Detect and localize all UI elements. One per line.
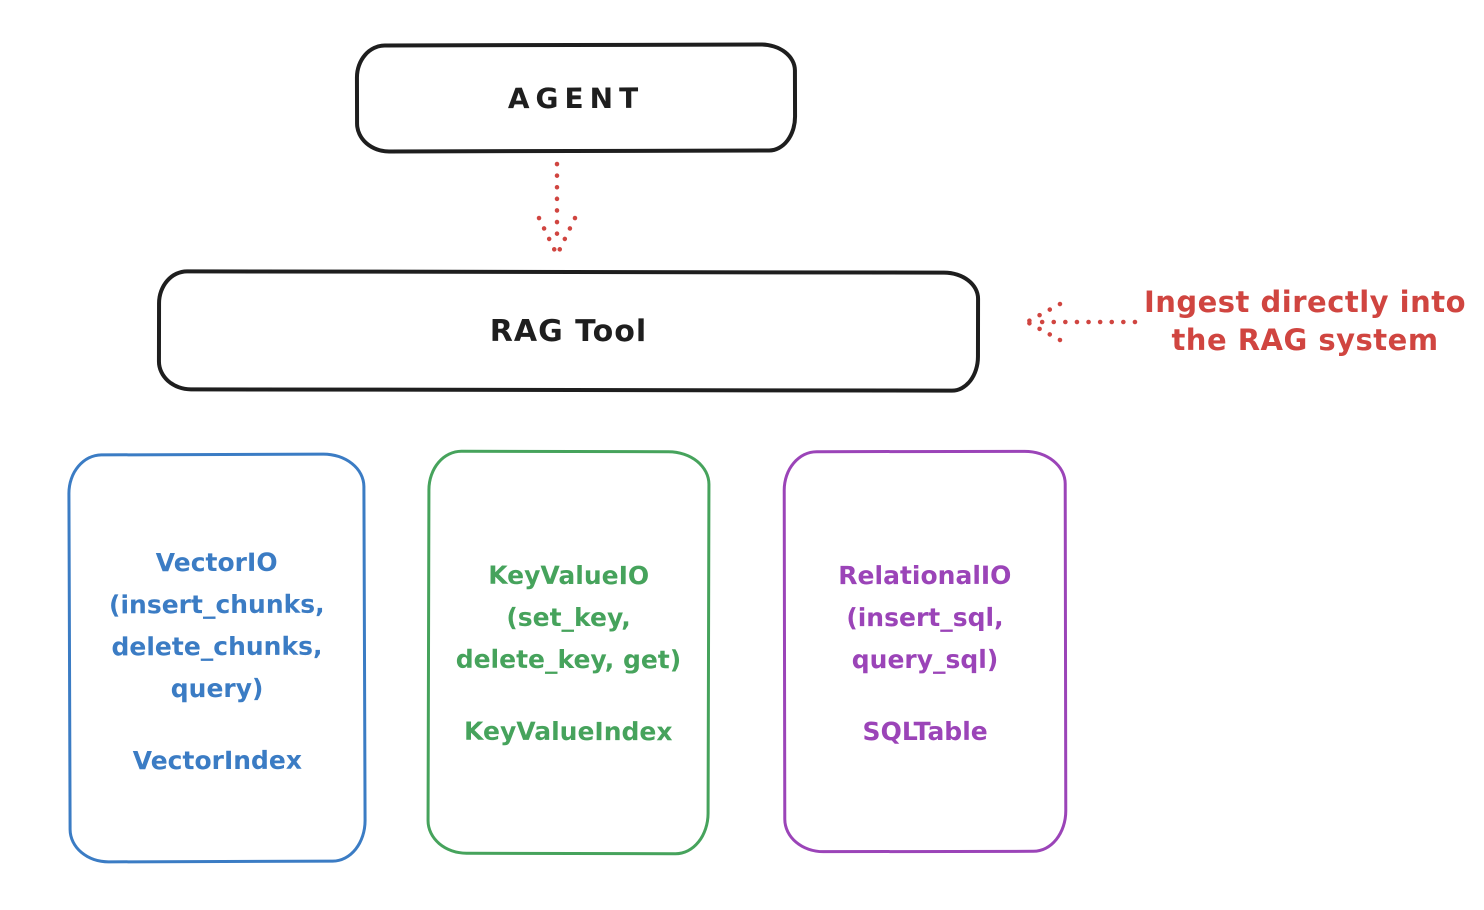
ingest-annotation-arrow <box>1024 301 1138 343</box>
agent-node-label: AGENT <box>507 81 645 115</box>
rag-tool-node-label: RAG Tool <box>489 313 648 349</box>
backend-line: (insert_sql, <box>846 602 1004 633</box>
relational-io-functions: RelationalIO (insert_sql, query_sql) <box>786 555 1064 681</box>
keyvalue-index-label: KeyValueIndex <box>464 716 673 747</box>
backend-line: delete_key, get) <box>455 644 682 675</box>
agent-to-rag-tool-arrow <box>536 161 578 258</box>
annotation-line: Ingest directly into <box>1143 285 1467 319</box>
vector-io-box: VectorIO (insert_chunks, delete_chunks, … <box>67 452 367 864</box>
relational-io-box: RelationalIO (insert_sql, query_sql) SQL… <box>782 449 1068 854</box>
keyvalue-io-box: KeyValueIO (set_key, delete_key, get) Ke… <box>426 449 711 856</box>
backend-line: delete_chunks, <box>111 631 323 662</box>
vector-index-label: VectorIndex <box>132 745 303 776</box>
backend-line: VectorIO <box>155 547 278 578</box>
arrowhead-left <box>536 215 560 258</box>
backend-line: query_sql) <box>851 644 999 675</box>
backend-line: (insert_chunks, <box>108 589 325 620</box>
backend-line: query) <box>170 673 264 704</box>
arrowhead-top <box>1024 301 1063 325</box>
backend-line: (set_key, <box>506 602 631 633</box>
rag-tool-node: RAG Tool <box>156 269 981 393</box>
backend-line: RelationalIO <box>838 560 1012 591</box>
annotation-line: the RAG system <box>1171 323 1439 357</box>
agent-node: AGENT <box>354 42 798 154</box>
vector-io-functions: VectorIO (insert_chunks, delete_chunks, … <box>71 541 364 710</box>
arrowhead-right <box>554 215 578 258</box>
ingest-annotation-text: Ingest directly into the RAG system <box>1130 283 1480 359</box>
sql-table-label: SQLTable <box>862 716 988 747</box>
arrowhead-bottom <box>1024 319 1063 343</box>
keyvalue-io-functions: KeyValueIO (set_key, delete_key, get) <box>430 555 707 682</box>
backend-line: KeyValueIO <box>488 560 650 591</box>
